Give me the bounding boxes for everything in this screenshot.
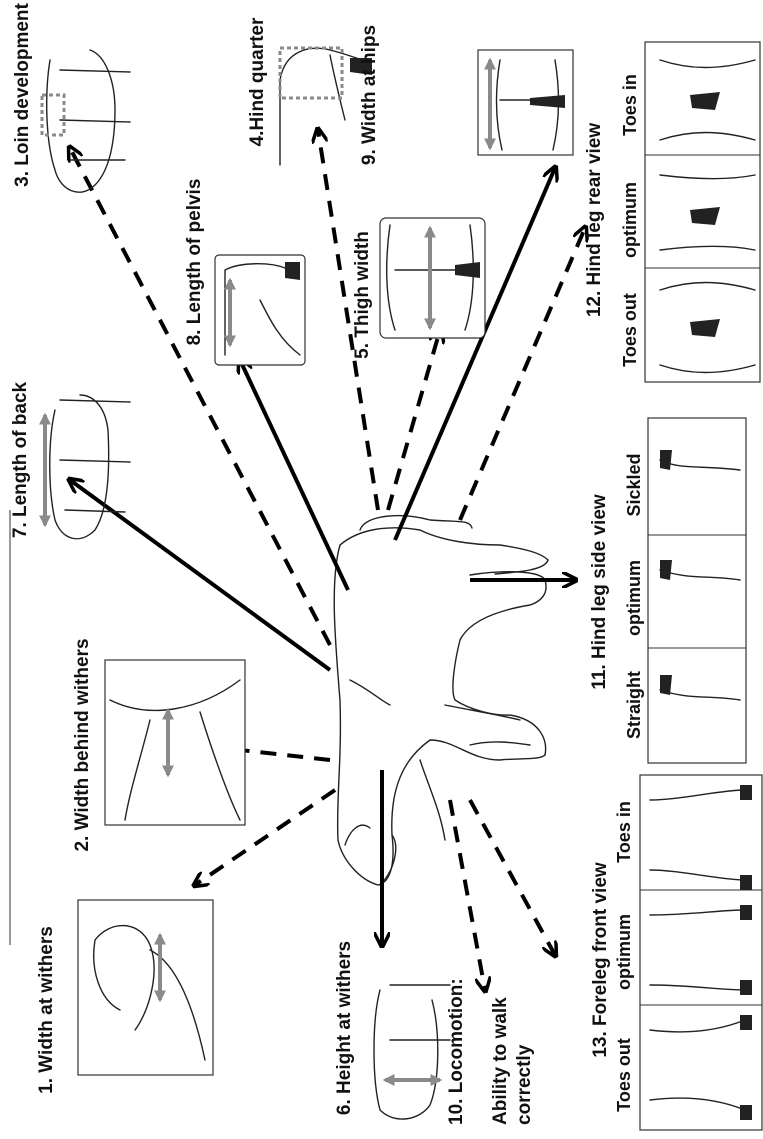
hind-rear-toes-in: Toes in — [620, 74, 640, 136]
label-8: 8. Length of pelvis — [184, 179, 205, 346]
label-13: 13. Foreleg front view — [590, 862, 611, 1058]
panel-width-behind-withers — [105, 660, 245, 825]
panel-length-of-back — [45, 395, 130, 539]
label-3: 3. Loin development — [12, 2, 33, 186]
central-cow-sketch — [334, 516, 548, 885]
label-10c: correctly — [514, 1044, 535, 1125]
label-2: 2. Width behind withers — [72, 638, 93, 851]
hind-side-optimum: optimum — [624, 560, 644, 636]
label-6: 6. Height at withers — [334, 941, 355, 1115]
label-10b: Ability to walk — [490, 997, 511, 1125]
label-12: 12. Hind leg rear view — [584, 123, 605, 318]
panel-foreleg-front — [640, 775, 762, 1130]
label-9: 9. Width at hips — [359, 25, 380, 165]
panel-loin-development — [42, 50, 130, 192]
fore-front-toes-out: Toes out — [614, 1038, 634, 1112]
panel-thigh-width — [380, 218, 485, 338]
hind-side-sickled: Sickled — [624, 453, 644, 516]
label-11: 11. Hind leg side view — [589, 494, 610, 690]
fore-front-toes-in: Toes in — [614, 801, 634, 863]
panel-hind-leg-rear — [645, 42, 760, 382]
hind-side-straight: Straight — [624, 671, 644, 739]
hind-rear-optimum: optimum — [620, 182, 640, 258]
hind-rear-toes-out: Toes out — [620, 293, 640, 367]
panel-hind-leg-side — [648, 418, 746, 763]
panel-width-at-withers — [78, 900, 213, 1075]
connector-arrows — [70, 130, 585, 990]
label-1: 1. Width at withers — [36, 926, 57, 1094]
fore-front-optimum: optimum — [614, 914, 634, 990]
panel-height-at-withers — [374, 985, 450, 1119]
panel-length-of-pelvis — [215, 255, 305, 365]
label-4: 4.Hind quarter — [247, 17, 268, 146]
label-10a: 10. Locomotion: — [446, 978, 467, 1125]
label-5: 5. Thigh width — [352, 231, 373, 359]
label-7: 7. Length of back — [10, 381, 31, 538]
panel-width-at-hips — [478, 50, 573, 155]
